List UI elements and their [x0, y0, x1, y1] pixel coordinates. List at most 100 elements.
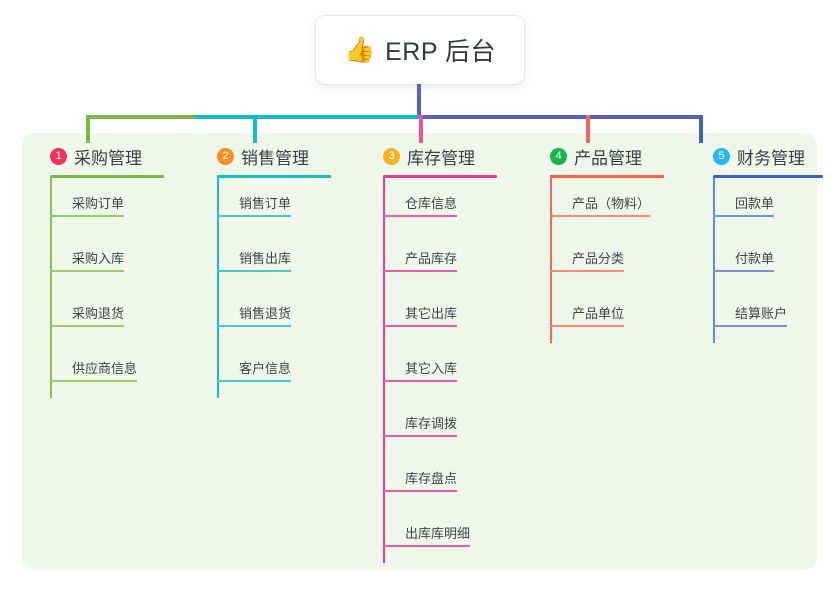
column-3-badge: 3	[383, 147, 400, 165]
leaf-item[interactable]: 供应商信息	[50, 344, 184, 399]
column-3: 3 库存管理 仓库信息产品库存其它出库其它入库库存调拨库存盘点出库库明细	[367, 143, 517, 564]
leaf-item-rule	[217, 215, 291, 217]
leaf-item-label: 客户信息	[239, 361, 292, 376]
column-1-underline	[50, 175, 164, 178]
leaf-item-label: 付款单	[735, 251, 775, 266]
leaf-item[interactable]: 采购入库	[50, 234, 184, 289]
column-2-title: 销售管理	[241, 148, 309, 168]
leaf-item-rule	[50, 270, 124, 272]
column-3-items: 仓库信息产品库存其它出库其它入库库存调拨库存盘点出库库明细	[383, 178, 517, 564]
leaf-item-rule	[217, 380, 291, 382]
column-3-underline	[383, 175, 497, 178]
leaf-item-label: 库存调拨	[405, 416, 458, 431]
column-5-header[interactable]: 5 财务管理	[713, 143, 839, 169]
column-4-header[interactable]: 4 产品管理	[550, 143, 684, 169]
leaf-item-rule	[713, 325, 787, 327]
column-4-items: 产品（物料） 产品分类产品单位	[550, 178, 684, 344]
leaf-item-label: 结算账户	[735, 306, 788, 321]
root-node-card[interactable]: 👍 ERP 后台	[316, 16, 524, 84]
leaf-item-rule	[383, 380, 457, 382]
leaf-item[interactable]: 销售订单	[217, 179, 351, 234]
leaf-item-label: 销售退货	[239, 306, 292, 321]
column-5-spine	[713, 178, 715, 343]
leaf-item-label: 采购订单	[72, 196, 125, 211]
leaf-item-label: 销售订单	[239, 196, 292, 211]
leaf-item-label: 回款单	[735, 196, 775, 211]
leaf-item-label: 其它入库	[405, 361, 458, 376]
leaf-item-label: 产品分类	[572, 251, 625, 266]
leaf-item[interactable]: 产品分类	[550, 234, 684, 289]
leaf-item-rule	[50, 215, 124, 217]
column-1-spine	[50, 178, 52, 398]
column-3-header[interactable]: 3 库存管理	[383, 143, 517, 169]
leaf-item[interactable]: 销售退货	[217, 289, 351, 344]
column-4: 4 产品管理 产品（物料） 产品分类产品单位	[534, 143, 684, 344]
leaf-item-label: 库存盘点	[405, 471, 458, 486]
column-3-spine	[383, 178, 385, 563]
leaf-item[interactable]: 客户信息	[217, 344, 351, 399]
bus-segment-blue	[419, 115, 701, 119]
column-1-header[interactable]: 1 采购管理	[50, 143, 184, 169]
leaf-item-label: 产品（物料）	[572, 196, 651, 211]
column-1-title: 采购管理	[74, 148, 142, 168]
drop-line-1	[86, 115, 90, 143]
column-5-items: 回款单付款单结算账户	[713, 178, 839, 344]
column-4-title: 产品管理	[574, 148, 642, 168]
leaf-item-rule	[217, 270, 291, 272]
column-4-badge: 4	[550, 147, 567, 165]
column-1-badge: 1	[50, 147, 67, 165]
drop-line-3	[419, 115, 423, 143]
leaf-item-label: 其它出库	[405, 306, 458, 321]
leaf-item-rule	[217, 325, 291, 327]
leaf-item[interactable]: 其它出库	[383, 289, 517, 344]
column-2-underline	[217, 175, 331, 178]
leaf-item-rule	[383, 325, 457, 327]
drop-line-2	[253, 115, 257, 143]
leaf-item[interactable]: 产品（物料）	[550, 179, 684, 234]
column-2-header[interactable]: 2 销售管理	[217, 143, 351, 169]
leaf-item[interactable]: 销售出库	[217, 234, 351, 289]
drop-line-4	[586, 115, 590, 143]
leaf-item[interactable]: 仓库信息	[383, 179, 517, 234]
leaf-item[interactable]: 产品单位	[550, 289, 684, 344]
leaf-item-label: 产品单位	[572, 306, 625, 321]
column-2-items: 销售订单销售出库销售退货客户信息	[217, 178, 351, 399]
leaf-item[interactable]: 产品库存	[383, 234, 517, 289]
column-1: 1 采购管理 采购订单采购入库采购退货供应商信息	[34, 143, 184, 399]
thumbs-up-icon: 👍	[343, 35, 376, 64]
leaf-item-rule	[550, 325, 624, 327]
leaf-item-label: 仓库信息	[405, 196, 458, 211]
leaf-item-rule	[50, 380, 137, 382]
leaf-item[interactable]: 库存调拨	[383, 399, 517, 454]
leaf-item-label: 供应商信息	[72, 361, 138, 376]
leaf-item[interactable]: 库存盘点	[383, 454, 517, 509]
leaf-item-rule	[50, 325, 124, 327]
leaf-item-label: 出库库明细	[405, 526, 471, 541]
leaf-item[interactable]: 付款单	[713, 234, 839, 289]
bus-segment-green	[86, 115, 196, 119]
leaf-item-rule	[383, 215, 457, 217]
column-2-spine	[217, 178, 219, 398]
bus-segment-teal	[194, 115, 421, 119]
leaf-item-rule	[383, 545, 470, 547]
column-5-badge: 5	[713, 147, 730, 165]
leaf-item[interactable]: 回款单	[713, 179, 839, 234]
column-5: 5 财务管理 回款单付款单结算账户	[697, 143, 839, 344]
column-5-title: 财务管理	[737, 148, 805, 168]
drop-line-5	[699, 115, 703, 143]
diagram-panel	[22, 133, 817, 570]
leaf-item[interactable]: 结算账户	[713, 289, 839, 344]
column-2-badge: 2	[217, 147, 234, 165]
trunk-line	[417, 84, 421, 117]
leaf-item-label: 采购退货	[72, 306, 125, 321]
column-1-items: 采购订单采购入库采购退货供应商信息	[50, 178, 184, 399]
leaf-item[interactable]: 采购订单	[50, 179, 184, 234]
leaf-item[interactable]: 其它入库	[383, 344, 517, 399]
leaf-item-rule	[383, 270, 457, 272]
column-5-underline	[713, 175, 823, 178]
leaf-item[interactable]: 采购退货	[50, 289, 184, 344]
leaf-item-rule	[713, 270, 774, 272]
leaf-item[interactable]: 出库库明细	[383, 509, 517, 564]
